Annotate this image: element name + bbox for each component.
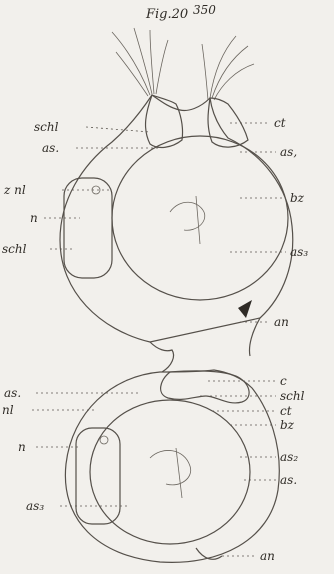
label-nl-lower: nl — [2, 403, 14, 417]
label-schl-upper-2: schl — [2, 242, 27, 256]
label-as2-lower: as₂ — [280, 450, 298, 464]
label-as1-upper: as, — [280, 145, 297, 159]
cilia-left — [112, 28, 168, 96]
label-as-lower-2: as. — [280, 473, 297, 487]
label-c-lower: c — [280, 374, 287, 388]
label-bz-upper: bz — [290, 191, 305, 205]
label-n-lower: n — [18, 440, 26, 454]
cilia-right — [202, 36, 254, 100]
label-bz-lower: bz — [280, 418, 295, 432]
label-as3-lower: as₃ — [26, 499, 44, 513]
label-ct-upper: ct — [274, 116, 286, 130]
label-as-lower: as. — [4, 386, 21, 400]
label-znl-upper: z nl — [3, 183, 26, 197]
label-as3-upper: as₃ — [290, 245, 308, 259]
label-an-upper: an — [274, 315, 289, 329]
upper-body — [60, 95, 293, 372]
label-schl-upper: schl — [34, 120, 59, 134]
label-n-upper: n — [30, 211, 38, 225]
figure-scale: 350 — [193, 3, 216, 17]
label-an-lower: an — [260, 549, 275, 563]
label-as-upper: as. — [42, 141, 59, 155]
label-ct-lower: ct — [280, 404, 292, 418]
label-schl-lower: schl — [280, 389, 305, 403]
figure-title: Fig.20 — [145, 7, 188, 22]
lower-body — [65, 370, 279, 562]
